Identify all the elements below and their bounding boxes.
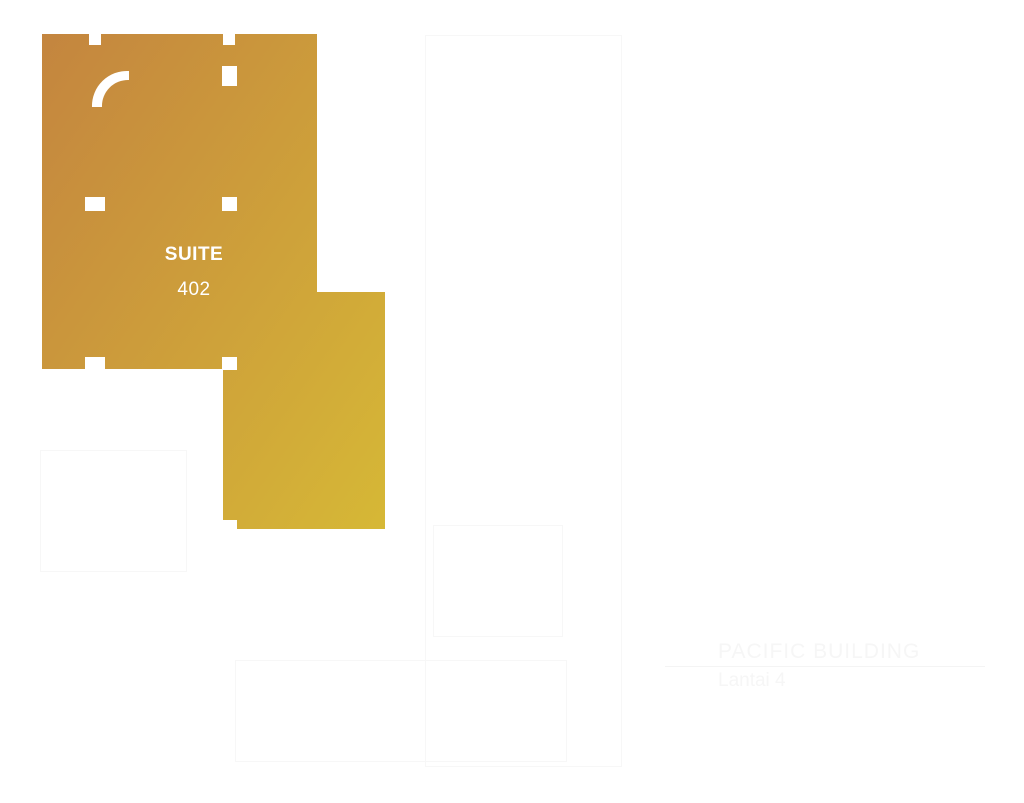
room-outline <box>40 450 187 572</box>
stairs-outline <box>235 660 567 762</box>
suite-name: SUITE <box>164 244 224 265</box>
pillar <box>223 34 235 45</box>
pillar <box>222 66 237 86</box>
pillar <box>85 197 105 211</box>
corridor-outline <box>425 35 622 767</box>
divider <box>665 666 985 667</box>
pillar <box>85 357 105 370</box>
pillar <box>222 357 237 370</box>
door-arc-icon <box>91 70 129 107</box>
pillar <box>222 197 237 211</box>
building-name: PACIFIC BUILDING <box>718 640 921 663</box>
floor-label: Lantai 4 <box>718 670 786 691</box>
elevator-outline <box>433 525 563 637</box>
pillar <box>89 34 101 45</box>
suite-number: 402 <box>177 279 211 300</box>
